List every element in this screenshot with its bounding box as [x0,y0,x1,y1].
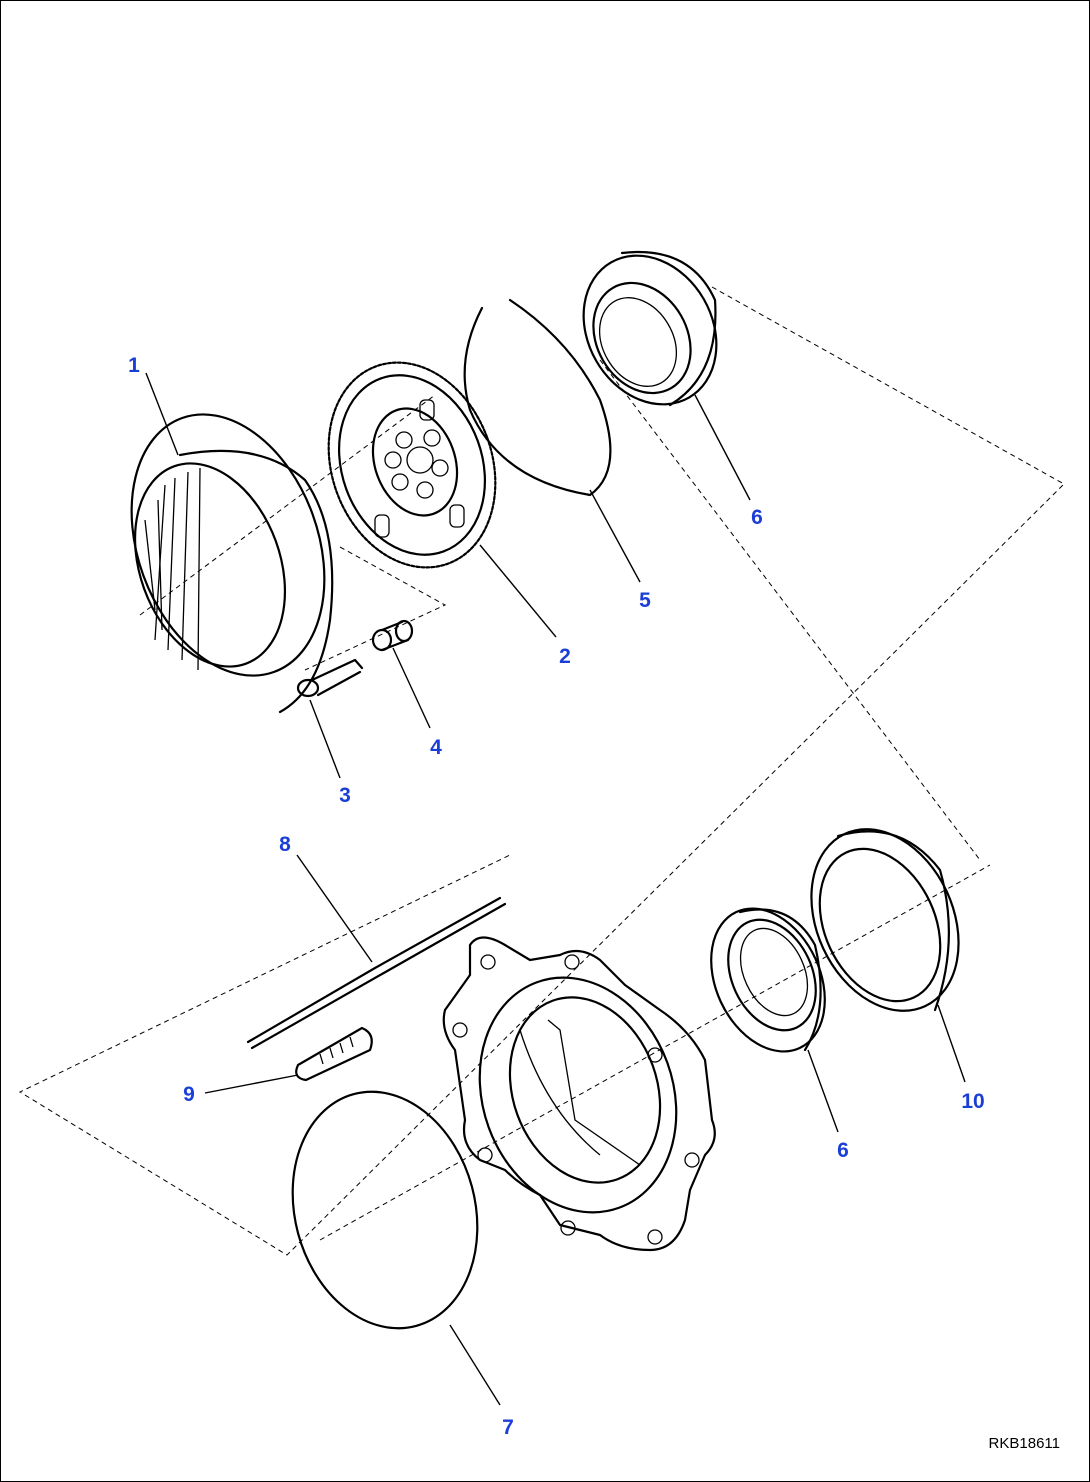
bearing-lower [710,907,826,1053]
callout-6-lower: 6 [837,1139,849,1162]
ring-gear [130,413,334,714]
snap-ring [463,298,612,497]
bushing [371,619,414,652]
callout-6-upper: 6 [751,506,763,529]
o-ring [291,1090,479,1330]
hub-housing [442,936,716,1252]
oil-seal [810,828,960,1012]
bearing-upper [582,250,718,407]
callout-5: 5 [639,589,651,612]
callout-1: 1 [128,354,140,377]
seal-strip [246,896,507,1050]
callout-9: 9 [183,1083,195,1106]
callout-4: 4 [430,736,442,759]
assembly-dashed-outline [18,286,1065,1256]
callout-8: 8 [279,833,291,856]
callout-3: 3 [339,784,351,807]
callout-labels: 1 2 3 4 5 6 6 7 8 9 10 [128,354,985,1439]
drawing-code: RKB18611 [989,1435,1060,1452]
bolt [296,658,364,698]
callout-7: 7 [502,1416,514,1439]
leader-lines [145,372,966,1406]
callout-10: 10 [961,1090,984,1113]
callout-2: 2 [559,645,571,668]
carrier-gear-plate [327,361,497,569]
stud [295,1026,373,1082]
